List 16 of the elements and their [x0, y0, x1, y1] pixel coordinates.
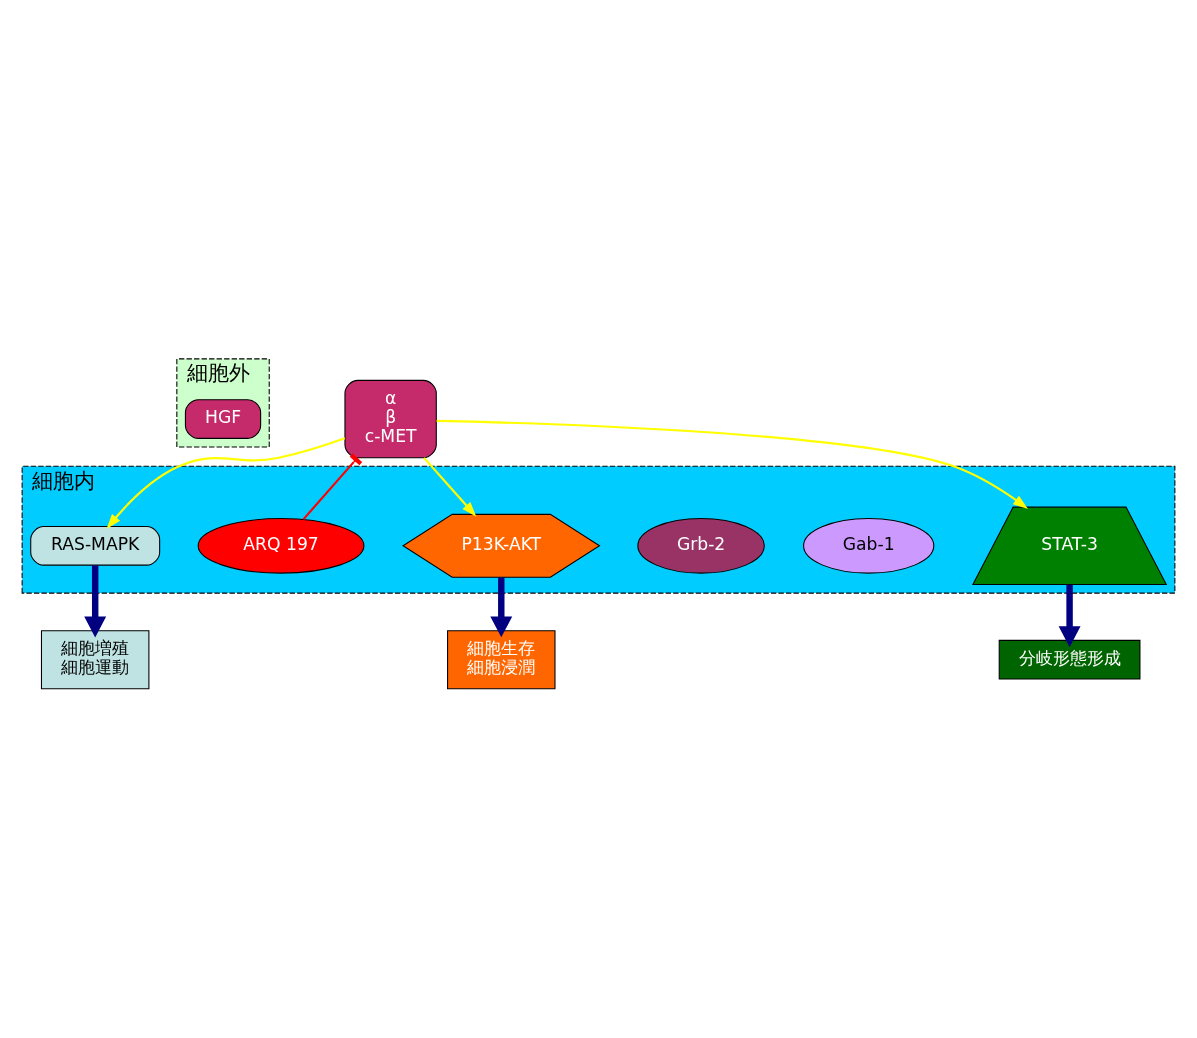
arrow: [423, 456, 477, 517]
node-box: α β c-MET: [344, 379, 437, 458]
arrow: [1058, 584, 1081, 647]
node-box: 細胞増殖 細胞運動: [40, 629, 150, 689]
arrow: [436, 419, 1029, 509]
node-ellipse: Gab-1: [803, 517, 935, 574]
arrow: [490, 576, 513, 637]
node-box: 分岐形態形成: [998, 639, 1141, 680]
arrow: [106, 436, 346, 529]
node-ellipse: Grb-2: [637, 517, 765, 574]
node-ellipse: ARQ 197: [197, 517, 365, 574]
node-box: HGF: [184, 398, 262, 439]
node-box: 細胞生存 細胞浸潤: [447, 629, 556, 689]
arrow: [84, 564, 107, 637]
node-box: RAS-MAPK: [30, 525, 161, 566]
connector: [302, 453, 363, 520]
